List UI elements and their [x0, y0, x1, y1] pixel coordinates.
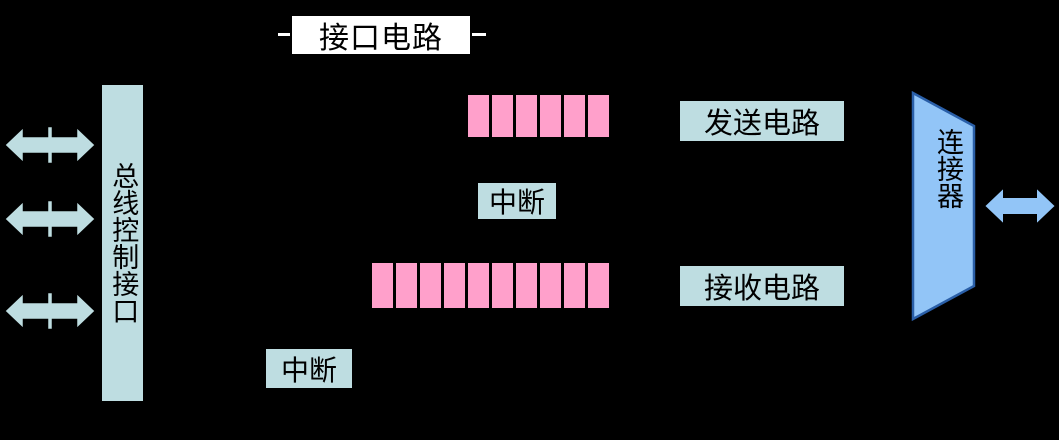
bus-arrow-3-bidirectional-icon: [2, 288, 98, 334]
register-cell: [538, 261, 563, 310]
register-cell: [514, 261, 539, 310]
connector-label: 连接器: [932, 128, 963, 209]
register-cell: [538, 93, 563, 139]
register-cell: [562, 93, 587, 139]
register-cell: [586, 261, 611, 310]
bus-arrow-1-bidirectional-icon: [2, 122, 98, 168]
register-cell: [418, 261, 443, 310]
register-cell: [466, 261, 491, 310]
register-cell: [394, 261, 419, 310]
bus-control-interface-label: 总线控制接口: [107, 162, 139, 324]
transmit-shift-register: [466, 93, 611, 139]
receive-shift-register: [370, 261, 611, 310]
transmit-circuit-box: 发送电路: [678, 99, 846, 143]
boundary-dash-left: [278, 33, 292, 36]
external-link-bidirectional-icon: [982, 184, 1058, 228]
register-cell: [562, 261, 587, 310]
diagram-title: 接口电路: [290, 14, 472, 56]
register-cell: [490, 261, 515, 310]
register-cell: [490, 93, 515, 139]
interrupt-box-lower: 中断: [264, 347, 354, 390]
boundary-dash-right: [472, 33, 486, 36]
bus-control-interface-box: 总线控制接口: [100, 83, 145, 403]
register-cell: [466, 93, 491, 139]
bus-arrow-2-bidirectional-icon: [2, 196, 98, 242]
receive-circuit-box: 接收电路: [678, 264, 846, 308]
register-cell: [514, 93, 539, 139]
connector-shape: [908, 90, 980, 322]
register-cell: [586, 93, 611, 139]
interrupt-box-upper: 中断: [476, 181, 558, 221]
register-cell: [370, 261, 395, 310]
register-cell: [442, 261, 467, 310]
